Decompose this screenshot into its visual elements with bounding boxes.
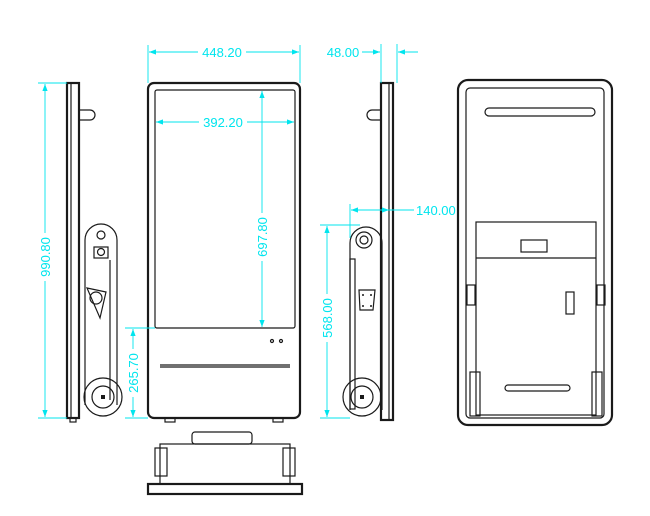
dimension-label: 48.00 — [327, 45, 360, 60]
dimension-label: 568.00 — [320, 298, 335, 338]
dimension-overall-width: 448.20 — [147, 44, 301, 83]
bottom-view — [146, 431, 304, 496]
dimension-screen-height: 697.80 — [255, 91, 270, 327]
dimension-label: 697.80 — [255, 217, 270, 257]
dimension-overall-height: 990.80 — [38, 82, 67, 419]
dimension-label: 140.00 — [416, 203, 456, 218]
dimension-label: 265.70 — [126, 353, 141, 393]
right-side-view — [342, 81, 395, 422]
dimension-carrier-depth: 140.00 — [349, 203, 456, 238]
back-view — [456, 78, 614, 427]
front-view — [146, 81, 302, 423]
dimension-depth: 48.00 — [327, 44, 418, 83]
dimension-screen-width: 392.20 — [156, 114, 294, 130]
dimension-carrier-height: 568.00 — [320, 224, 360, 419]
left-side-view — [65, 81, 123, 423]
dimension-label: 392.20 — [203, 115, 243, 130]
dimension-screen-bottom: 265.70 — [125, 327, 155, 419]
dimension-label: 448.20 — [202, 45, 242, 60]
dimension-label: 990.80 — [38, 237, 53, 277]
